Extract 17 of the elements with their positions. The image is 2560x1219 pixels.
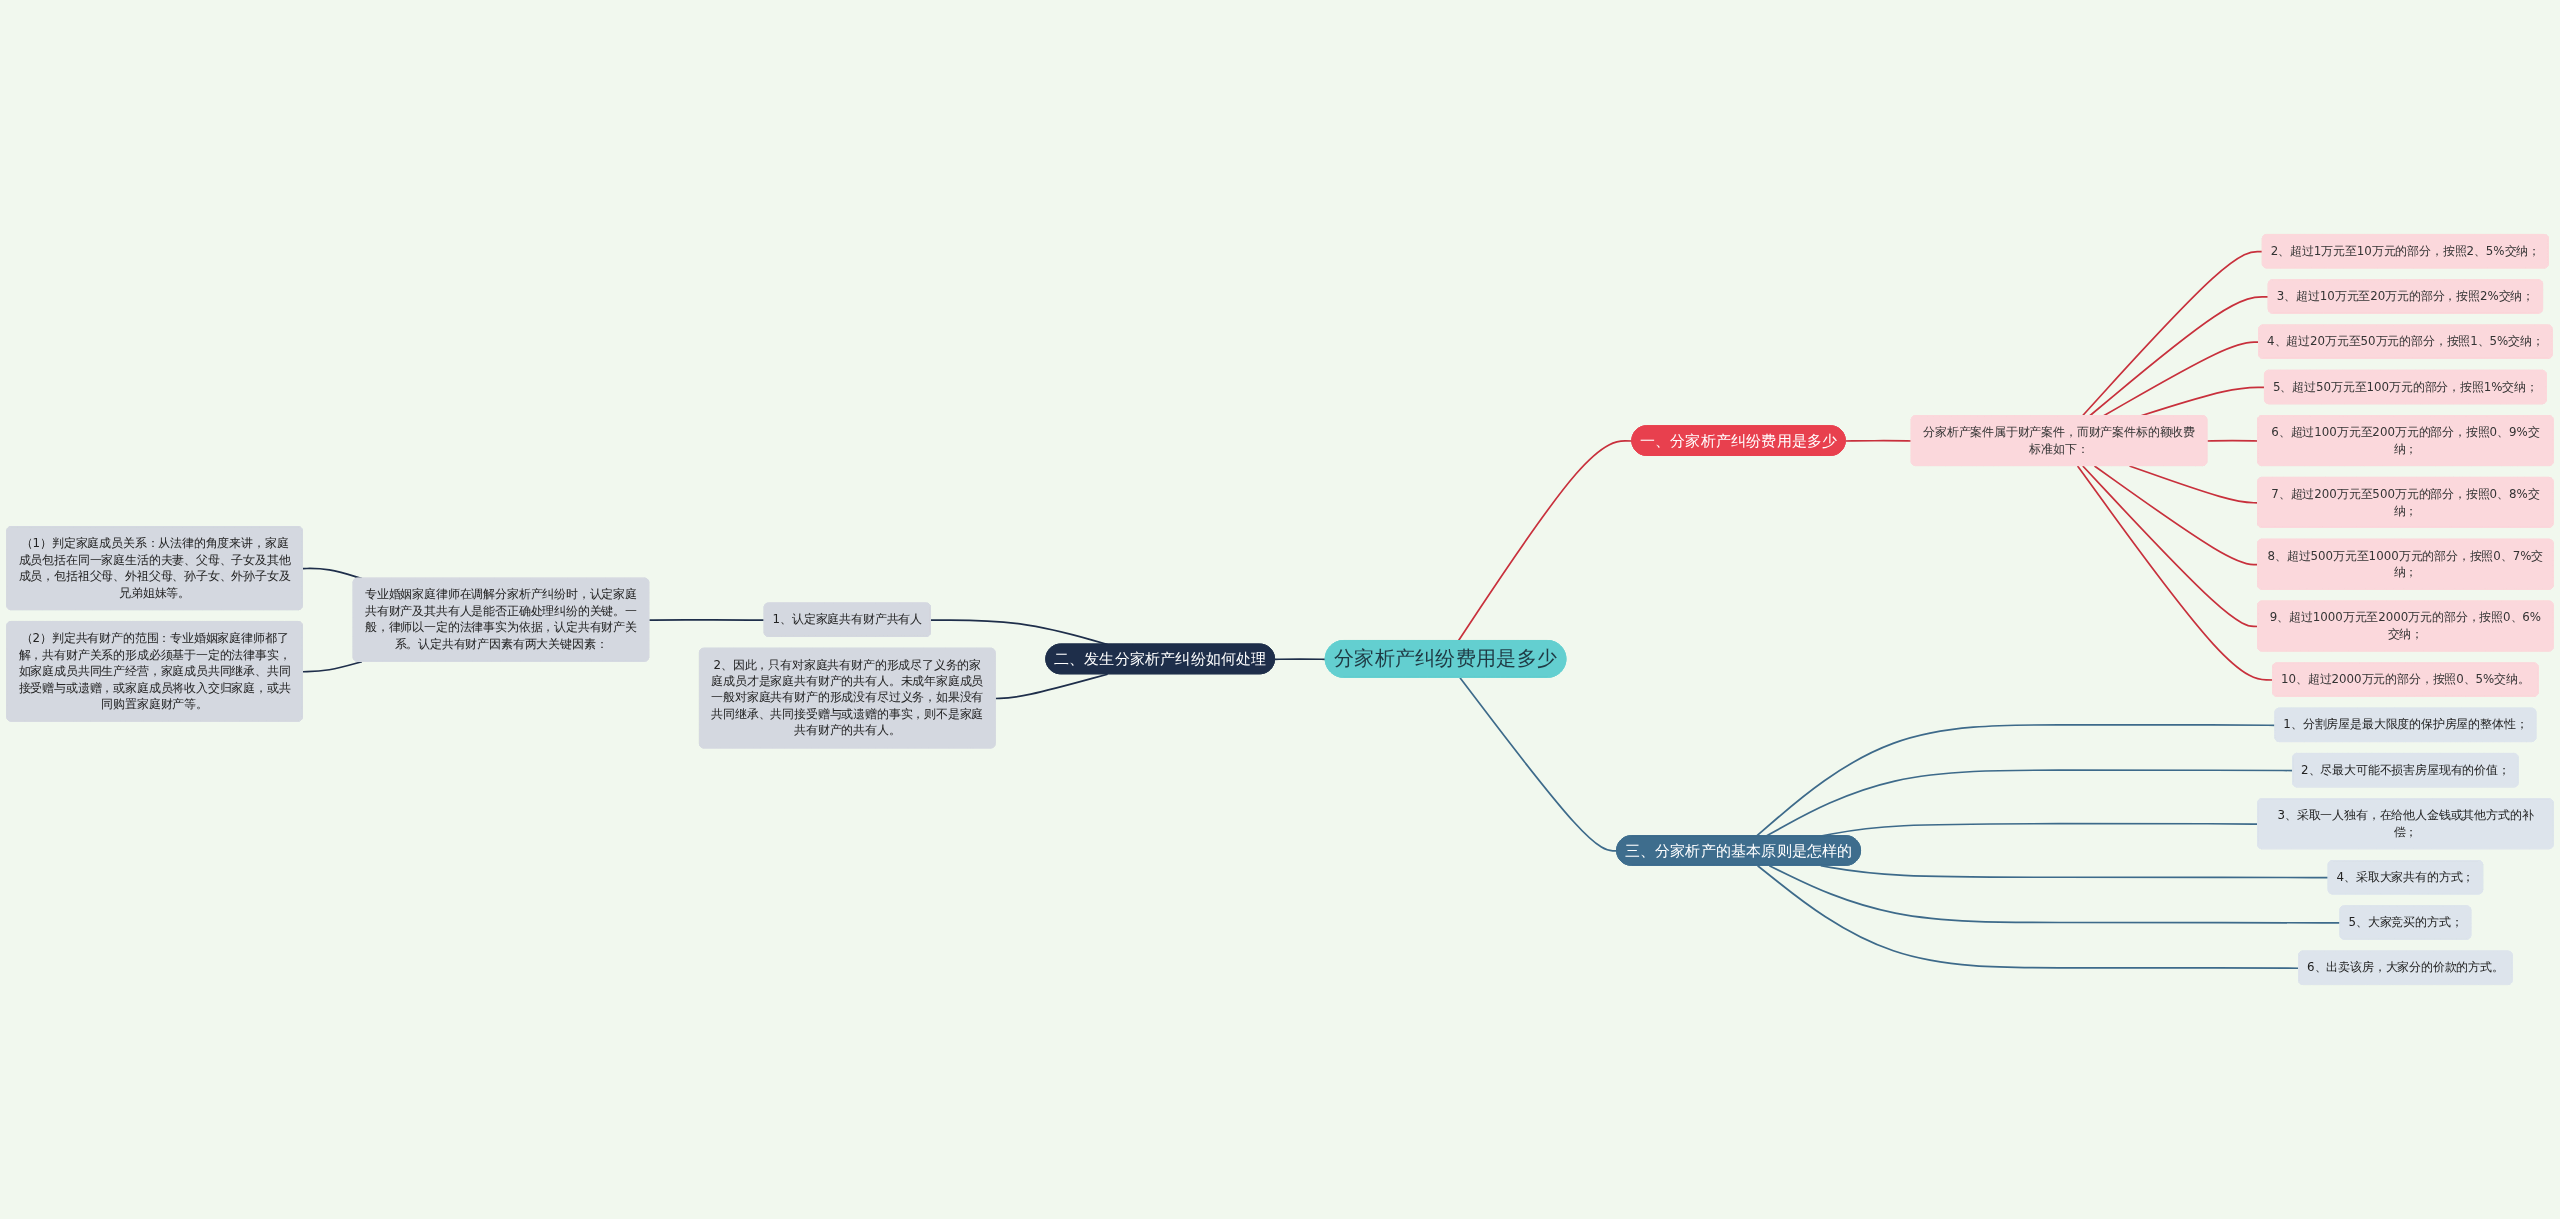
connector bbox=[2076, 465, 2274, 681]
connector bbox=[1844, 439, 1913, 442]
connector bbox=[2081, 250, 2264, 417]
connector bbox=[2081, 465, 2259, 628]
connector bbox=[994, 673, 1109, 700]
connector bbox=[2093, 465, 2259, 566]
connector bbox=[2128, 465, 2259, 504]
connector bbox=[302, 567, 363, 580]
connector bbox=[1765, 769, 2294, 837]
connector bbox=[1756, 864, 2300, 970]
connector bbox=[1274, 658, 1327, 661]
connector bbox=[2206, 439, 2259, 442]
connector bbox=[302, 660, 363, 673]
connector bbox=[1459, 676, 1618, 852]
connector bbox=[648, 619, 766, 621]
connector bbox=[2102, 341, 2260, 417]
connector bbox=[2088, 295, 2270, 417]
